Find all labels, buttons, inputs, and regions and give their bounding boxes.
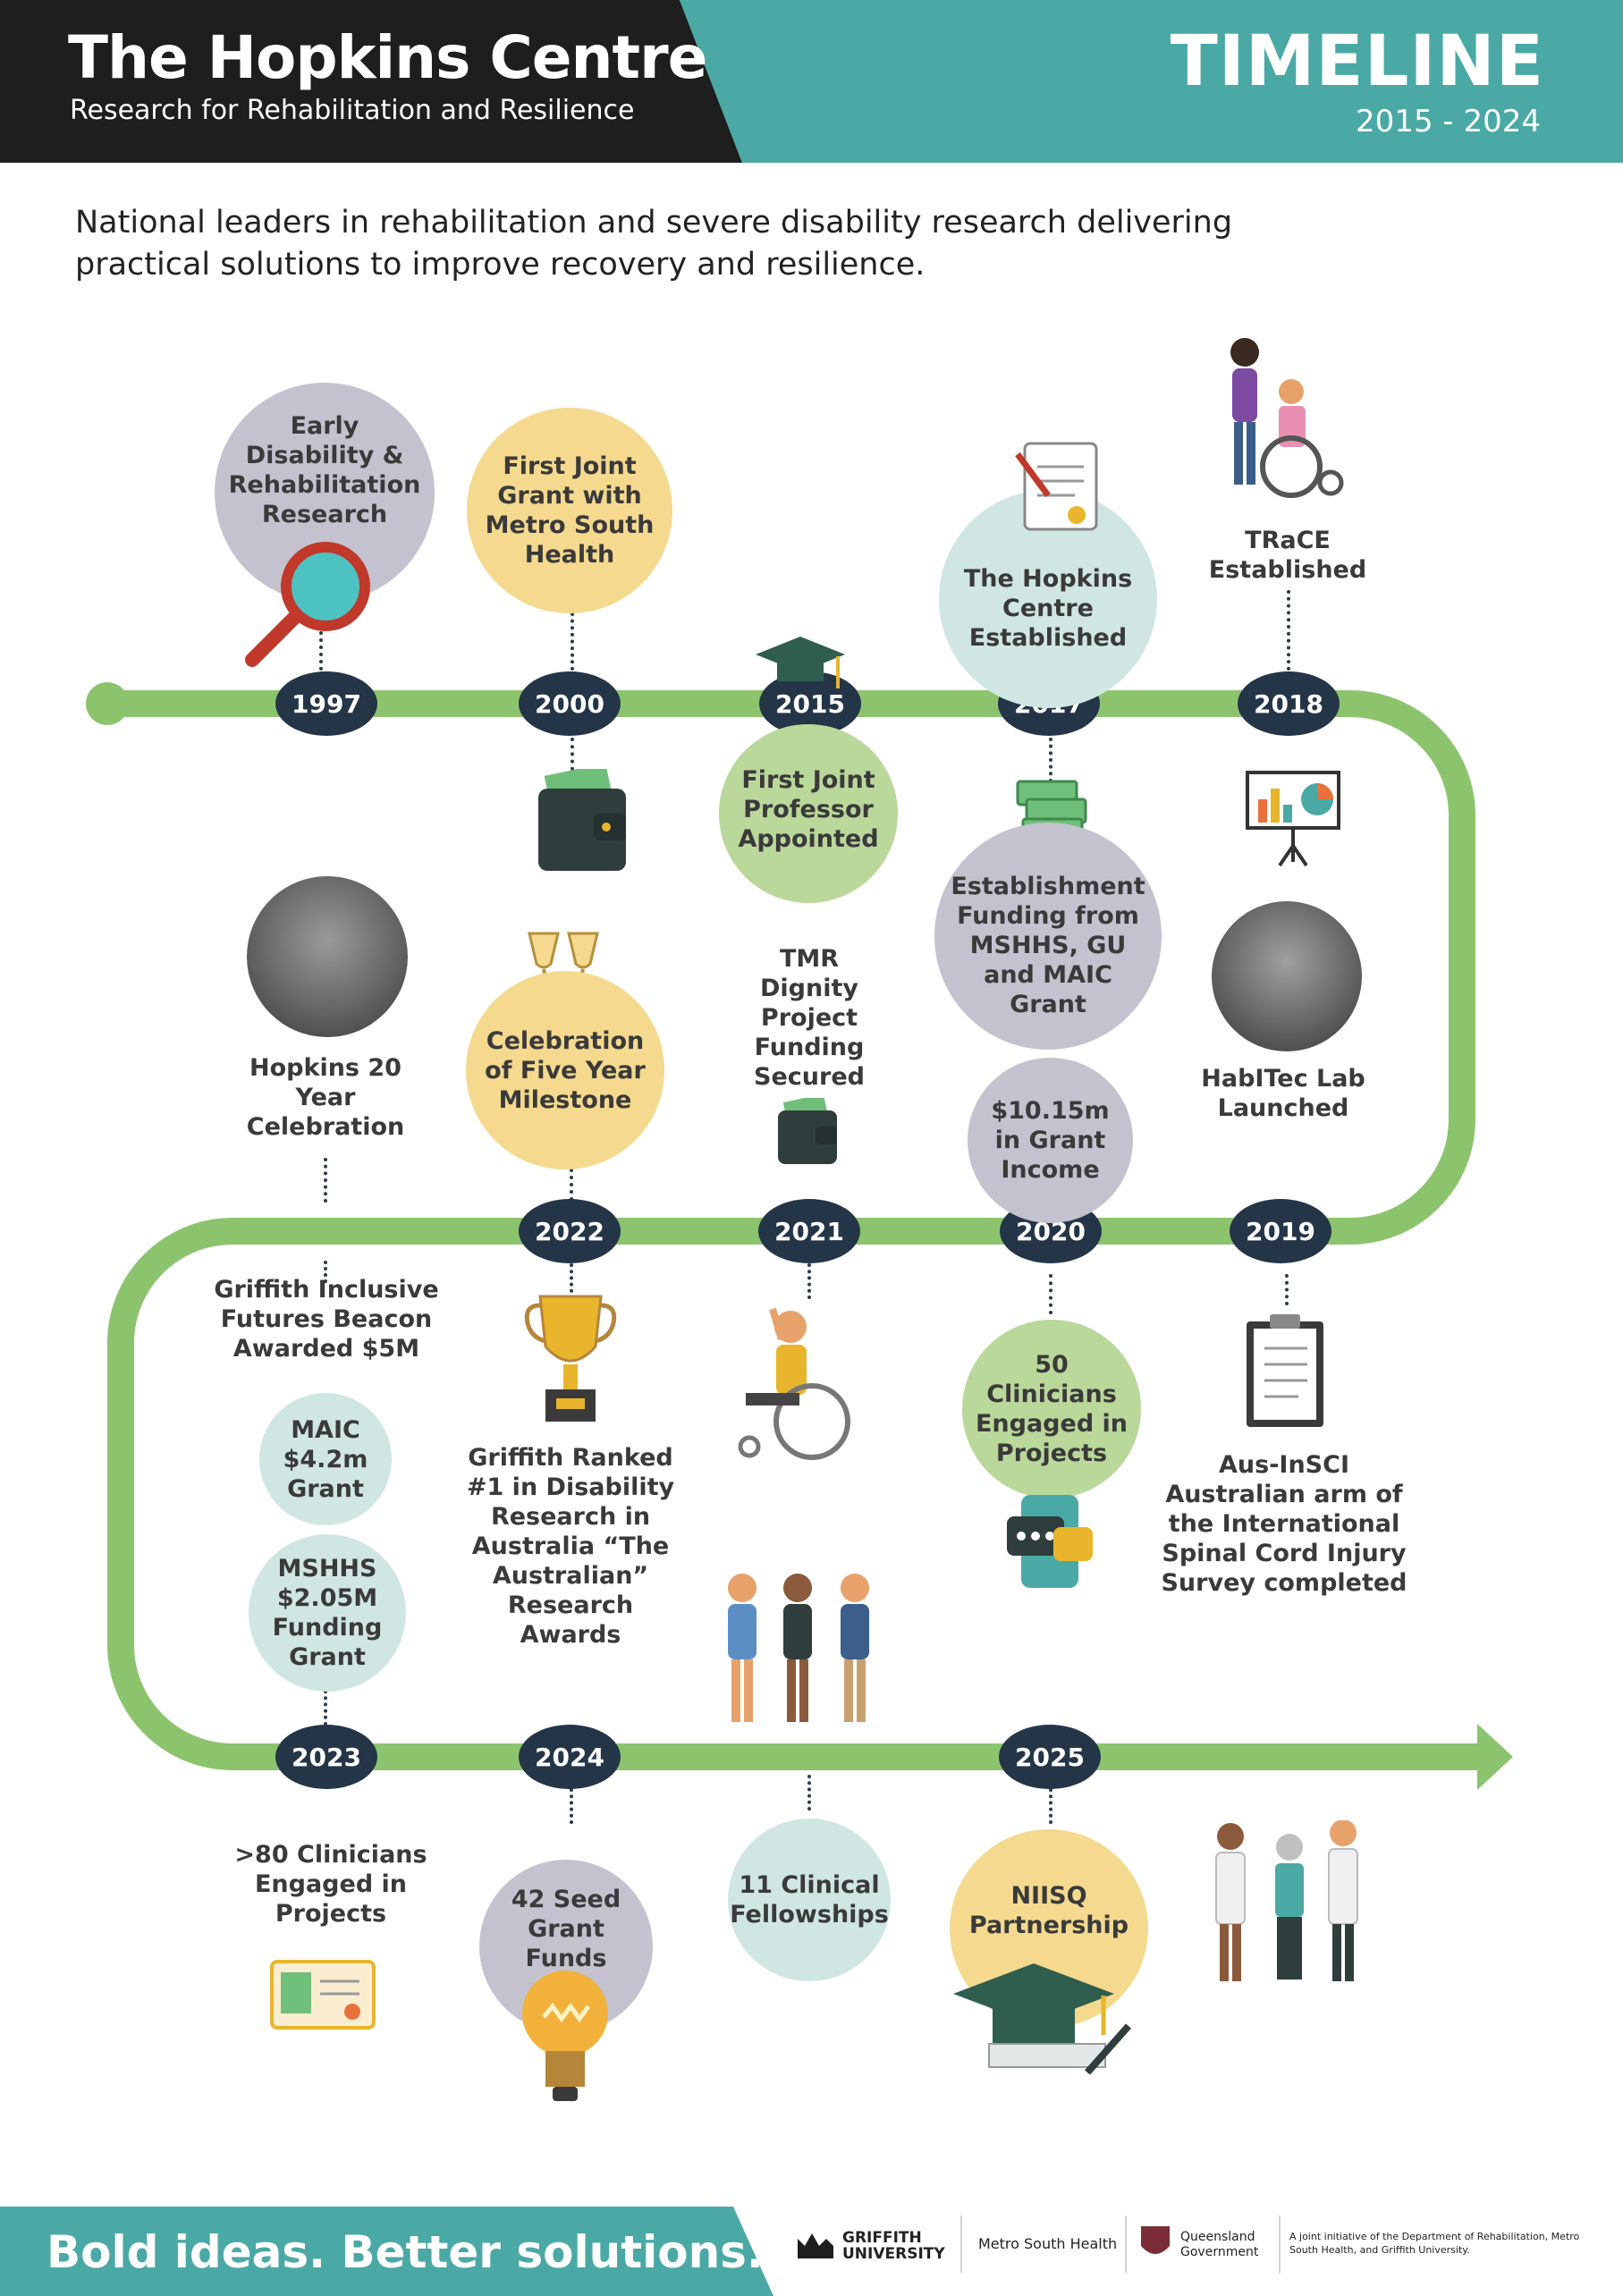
event-2000: First Joint Grant with Metro South Healt…	[467, 408, 672, 613]
event-beacon: Griffith Inclusive Futures Beacon Awarde…	[214, 1276, 439, 1363]
connector	[570, 1169, 573, 1201]
connector	[571, 738, 574, 778]
event-five-year: Celebration of Five Year Milestone	[466, 971, 664, 1169]
connector	[570, 1263, 573, 1299]
event-ranked: Griffith Ranked #1 in Disability Researc…	[466, 1444, 675, 1649]
event-income: $10.15m in Grant Income	[968, 1058, 1133, 1223]
initiative-text: A joint initiative of the Department of …	[1289, 2231, 1580, 2256]
event-tmr: TMR Dignity Project Funding Secured	[754, 945, 865, 1091]
year-badge-2019: 2019	[1230, 1199, 1331, 1263]
graduation-cap-icon	[953, 1963, 1131, 2074]
year-badge-2023: 2023	[275, 1725, 377, 1789]
header-dark-panel	[0, 0, 742, 163]
year-badge-2024: 2024	[519, 1725, 621, 1789]
event-1997: Early Disability & Rehabilitation Resear…	[215, 383, 435, 603]
id-card-icon	[270, 1960, 376, 2030]
track-start-dot	[86, 682, 129, 725]
event-fellowships: 11 Clinical Fellowships	[728, 1819, 891, 1981]
magnifier-icon	[245, 542, 370, 667]
timeline-years: 2015 - 2024	[1356, 104, 1541, 139]
year-badge-2022: 2022	[519, 1199, 621, 1263]
org-title: The Hopkins Centre	[68, 23, 707, 92]
event-clinicians-50: 50 Clinicians Engaged in Projects	[962, 1320, 1141, 1498]
event-habitec: HabITec Lab Launched	[1201, 1065, 1365, 1122]
event-maic: MAIC $4.2m Grant	[259, 1393, 392, 1525]
certificate-scroll-icon	[1015, 442, 1098, 531]
footer-divider	[1279, 2216, 1281, 2273]
track-arrow	[1477, 1724, 1513, 1790]
group-photo	[247, 876, 408, 1037]
timeline-title: TIMELINE	[1170, 21, 1544, 102]
presentation-chart-icon	[1246, 771, 1340, 867]
connector	[324, 1261, 327, 1283]
footer-divider	[1125, 2216, 1127, 2273]
wheelchair-people-icon	[1230, 338, 1344, 498]
diverse-people-icon	[728, 1574, 869, 1722]
wheelchair-user-icon	[738, 1307, 850, 1460]
griffith-logo-text: GRIFFITH UNIVERSITY	[842, 2229, 945, 2263]
event-2018: TRaCE Established	[1208, 527, 1367, 584]
griffith-logo-icon	[796, 2230, 837, 2260]
graduation-cap-icon	[756, 637, 845, 688]
event-clinicians-80: >80 Clinicians Engaged in Projects	[234, 1841, 427, 1928]
queensland-crest-icon	[1137, 2223, 1173, 2264]
connector	[1049, 1274, 1052, 1314]
event-seed: 42 Seed Grant Funds	[479, 1860, 653, 2033]
connector	[324, 1690, 327, 1726]
header-teal-panel	[680, 0, 1623, 163]
wallet-icon	[538, 769, 626, 871]
org-subtitle: Research for Rehabilitation and Resilien…	[70, 95, 635, 126]
doctors-handshake-icon	[1215, 1820, 1358, 1981]
event-2015: First Joint Professor Appointed	[719, 724, 898, 903]
lightbulb-icon	[522, 1971, 608, 2101]
footer-teal-band	[0, 2207, 773, 2296]
connector	[570, 1788, 573, 1824]
connector	[319, 617, 323, 671]
connector	[1285, 1274, 1289, 1305]
year-badge-2018: 2018	[1238, 671, 1340, 736]
event-2017-funding: Establishment Funding from MSHHS, GU and…	[934, 823, 1162, 1050]
connector	[324, 1158, 327, 1203]
queensland-logo-text: Queensland Government	[1180, 2230, 1259, 2259]
year-badge-2021: 2021	[758, 1199, 860, 1263]
trophy-icon	[524, 1295, 617, 1422]
intro-text: National leaders in rehabilitation and s…	[75, 205, 1233, 283]
connector	[1049, 1788, 1052, 1824]
habitec-photo	[1212, 901, 1362, 1051]
footer-slogan: Bold ideas. Better solutions.	[46, 2226, 764, 2278]
year-badge-2025: 2025	[999, 1725, 1101, 1789]
chat-phone-icon	[1007, 1495, 1093, 1588]
metro-south-logo-text: Metro South Health	[978, 2235, 1118, 2252]
connector	[1287, 590, 1290, 671]
connector	[807, 1775, 811, 1811]
connector	[1049, 738, 1052, 782]
year-badge-1997: 1997	[275, 671, 377, 736]
event-mshhs: MSHHS $2.05M Funding Grant	[249, 1534, 406, 1692]
connector	[807, 1263, 811, 1299]
event-ausinsci: Aus-InSCI Australian arm of the Internat…	[1161, 1451, 1407, 1597]
wallet-icon	[778, 1098, 837, 1164]
connector	[571, 612, 574, 671]
clipboard-icon	[1247, 1314, 1323, 1427]
event-hopkins-20: Hopkins 20 Year Celebration	[246, 1054, 405, 1141]
year-badge-2000: 2000	[519, 671, 621, 736]
footer-divider	[960, 2216, 962, 2273]
